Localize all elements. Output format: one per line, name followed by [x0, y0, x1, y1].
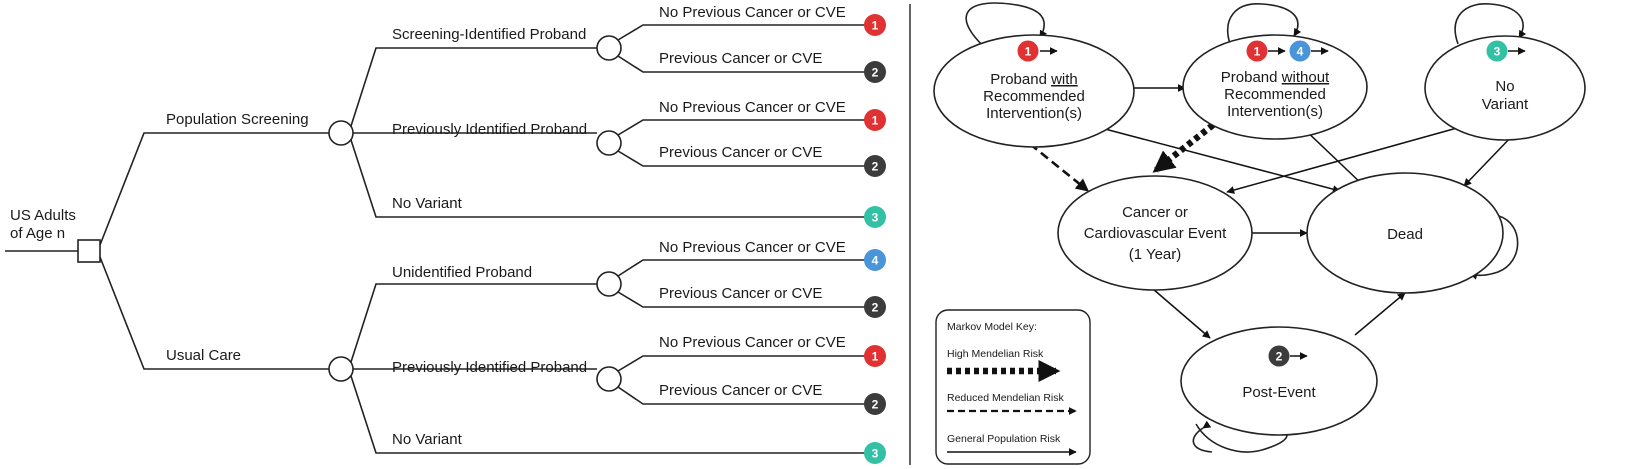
self-loop-arrow — [1192, 420, 1213, 453]
self-loop-arrow — [965, 2, 1047, 53]
state-proband-without-intervention — [1182, 34, 1368, 140]
svg-text:2: 2 — [872, 301, 879, 315]
state-badge: 4 — [1289, 40, 1311, 62]
state-badge: 4 — [864, 249, 886, 271]
state-badge: 3 — [1486, 40, 1508, 62]
outcome-label: No Previous Cancer or CVE — [659, 4, 846, 21]
branch-label-previously-identified-1: Previously Identified Proband — [392, 121, 587, 138]
branch-label-previously-identified-2: Previously Identified Proband — [392, 359, 587, 376]
outcome-label: Previous Cancer or CVE — [659, 144, 822, 161]
svg-text:1: 1 — [1025, 45, 1032, 59]
state-label: (1 Year) — [1129, 246, 1182, 263]
outcome-label: No Previous Cancer or CVE — [659, 239, 846, 256]
chance-node-screening — [328, 120, 354, 146]
state-label: Variant — [1482, 96, 1529, 113]
transition-arrow — [1226, 127, 1458, 194]
state-label: Cardiovascular Event — [1084, 225, 1227, 242]
state-label: Recommended — [983, 88, 1085, 105]
state-label: Recommended — [1224, 86, 1326, 103]
chance-node — [596, 130, 622, 156]
svg-text:1: 1 — [872, 19, 879, 33]
svg-text:2: 2 — [872, 398, 879, 412]
state-badge: 1 — [864, 14, 886, 36]
self-loop-arrow — [1454, 3, 1527, 45]
state-cancer-or-cve — [1057, 175, 1253, 291]
svg-text:1: 1 — [872, 114, 879, 128]
markov-key: Markov Model Key: High Mendelian Risk Re… — [935, 309, 1091, 465]
svg-text:1: 1 — [1254, 45, 1261, 59]
self-loop-arrow — [1195, 423, 1288, 453]
svg-text:2: 2 — [872, 66, 879, 80]
key-reduced-label: Reduced Mendelian Risk — [947, 392, 1064, 404]
chance-node — [596, 271, 622, 297]
state-label: Intervention(s) — [986, 105, 1082, 122]
root-label-line1: US Adults — [10, 207, 76, 224]
state-label: Dead — [1387, 226, 1423, 243]
outcome-label: No Previous Cancer or CVE — [659, 99, 846, 116]
state-badge: 3 — [864, 206, 886, 228]
state-label: Cancer or — [1122, 204, 1188, 221]
outcome-label: Previous Cancer or CVE — [659, 50, 822, 67]
state-badge: 1 — [864, 109, 886, 131]
chance-node — [596, 35, 622, 61]
key-high-label: High Mendelian Risk — [947, 348, 1044, 360]
state-proband-with-intervention — [933, 34, 1135, 148]
reduced-risk-arrow — [1029, 142, 1090, 192]
chance-node — [596, 366, 622, 392]
state-badge: 2 — [864, 296, 886, 318]
state-badge: 2 — [1268, 345, 1290, 367]
transition-arrow — [1104, 128, 1341, 194]
root-label-line2: of Age n — [10, 225, 65, 242]
outcome-label: Previous Cancer or CVE — [659, 285, 822, 302]
svg-text:2: 2 — [1276, 350, 1283, 364]
svg-text:3: 3 — [1494, 45, 1501, 59]
state-label: Intervention(s) — [1227, 103, 1323, 120]
svg-text:1: 1 — [872, 350, 879, 364]
state-badge: 1 — [1017, 40, 1039, 62]
self-loop-arrow — [1469, 215, 1519, 280]
branch-label-screening-identified: Screening-Identified Proband — [392, 26, 586, 43]
markov-model: 1 Proband with Recommended Intervention(… — [933, 2, 1586, 465]
state-post-event — [1180, 326, 1378, 436]
state-badge: 2 — [864, 61, 886, 83]
svg-text:3: 3 — [872, 447, 879, 461]
transition-arrow — [1354, 292, 1406, 336]
state-dead — [1306, 172, 1504, 294]
self-loop-arrow — [1227, 3, 1302, 45]
state-badge: 1 — [1246, 40, 1268, 62]
decision-tree: US Adults of Age n Population Screening … — [5, 4, 886, 464]
state-label: No — [1495, 78, 1514, 95]
state-badge: 3 — [864, 442, 886, 464]
branch-label-unidentified: Unidentified Proband — [392, 264, 532, 281]
decision-node — [77, 239, 101, 263]
state-label: Proband with — [990, 71, 1078, 88]
arm-label-usual-care: Usual Care — [166, 347, 241, 364]
svg-text:2: 2 — [872, 160, 879, 174]
state-badge: 2 — [864, 155, 886, 177]
branch-label-no-variant-1: No Variant — [392, 195, 463, 212]
state-badge: 2 — [864, 393, 886, 415]
transition-arrow — [1300, 125, 1365, 187]
transition-arrow — [1152, 288, 1211, 339]
outcome-label: No Previous Cancer or CVE — [659, 334, 846, 351]
arm-label-screening: Population Screening — [166, 111, 309, 128]
state-label: Post-Event — [1242, 384, 1316, 401]
high-risk-arrow — [1152, 122, 1216, 173]
key-general-label: General Population Risk — [947, 433, 1061, 445]
state-label: Proband without — [1221, 69, 1330, 86]
state-no-variant — [1424, 35, 1586, 141]
outcome-label: Previous Cancer or CVE — [659, 382, 822, 399]
svg-text:4: 4 — [1297, 45, 1304, 59]
chance-node-usual-care — [328, 356, 354, 382]
svg-text:4: 4 — [872, 254, 879, 268]
transition-arrow — [1463, 133, 1515, 187]
state-badge: 1 — [864, 345, 886, 367]
svg-text:3: 3 — [872, 211, 879, 225]
key-title: Markov Model Key: — [947, 321, 1037, 333]
branch-label-no-variant-2: No Variant — [392, 431, 463, 448]
